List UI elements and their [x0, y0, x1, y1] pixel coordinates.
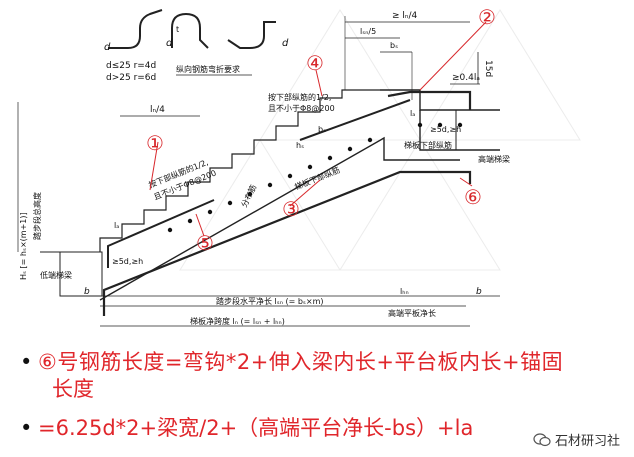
upper-note: 按下部纵筋的1/2, [268, 92, 331, 102]
hook-d-label: d [166, 38, 173, 49]
b-right: b [476, 287, 482, 297]
marker-2: ② [478, 5, 496, 29]
ln4-top: ≥ lₙ/4 [392, 11, 418, 21]
board-bottom-label-2: 梯板下部纵筋 [404, 140, 452, 150]
hook-note: d≤25 r=4d [106, 61, 156, 71]
hook-note: d>25 r=6d [106, 73, 156, 83]
marker-6: ⑥ [464, 185, 482, 209]
hook-d-label: d [282, 38, 289, 49]
stair-reinforcement-drawing: d d d d≤25 r=4d d>25 r=6d 纵向钢筋弯折要求 ≥ lₙ/… [17, 5, 581, 327]
step-height-label: 踏步段总高度 [32, 192, 42, 240]
la-top: lₐ [410, 109, 415, 118]
bs-small: bₛ [318, 125, 326, 134]
formula-text-1: 号钢筋长度=弯钩*2+伸入梁内长+平台板内长+锚固 [57, 350, 564, 374]
marker-5: ⑤ [196, 231, 214, 255]
low-beam-label: 低端梯梁 [40, 270, 72, 280]
high-beam-label: 高端梯梁 [478, 154, 510, 164]
board-bottom-label: 梯板下部纵筋 [293, 165, 341, 192]
bottom-dimensions: b b 踏步段水平净长 lₛₙ (= bₛ×m) lₕₙ 高端平板净长 梯板净跨… [60, 287, 500, 327]
bs-top: bₛ [390, 41, 398, 50]
circled-markers: ① ② ③ ④ ⑤ ⑥ [146, 5, 496, 255]
ge5dh-low: ≥5d,≥h [112, 257, 143, 266]
formula-line-2: •=6.25d*2+梁宽/2+（高端平台净长-bs）+la [20, 412, 473, 442]
board-span-label: 梯板净跨度 lₙ (= lₛₙ + lₕₙ) [190, 316, 285, 326]
b-left: b [84, 287, 90, 297]
upper-note: 且不小于Φ8@200 [268, 104, 335, 113]
hook-caption: 纵向钢筋弯折要求 [176, 64, 240, 74]
formula-line-1: •⑥号钢筋长度=弯钩*2+伸入梁内长+平台板内长+锚固 [20, 346, 563, 376]
ge5dh-high: ≥5d,≥h [430, 125, 461, 134]
rebars [102, 90, 472, 316]
watermark-text: 石材研习社 [554, 434, 620, 449]
bullet: • [20, 416, 33, 440]
marker-4: ④ [306, 51, 324, 75]
hook-details: d d d d≤25 r=4d d>25 r=6d 纵向钢筋弯折要求 [104, 9, 289, 83]
annotations: 按下部纵筋的1/2, 且不小于Φ8@200 按下部纵筋的1/2, 且不小于Φ8@… [17, 25, 510, 280]
dist-bar-label: 分布筋 [239, 183, 259, 209]
background-pattern [179, 9, 581, 271]
t-label: t [176, 25, 179, 34]
circled-six: ⑥ [38, 350, 58, 374]
bullet: • [20, 350, 33, 374]
hook-d-label: d [104, 42, 111, 53]
marker-1: ① [146, 131, 164, 155]
hs-small: hₛ [296, 141, 304, 150]
stair-steps [40, 89, 500, 301]
watermark: 石材研习社 [533, 430, 620, 449]
formula-text-2: =6.25d*2+梁宽/2+（高端平台净长-bs）+la [38, 416, 474, 440]
ge04-label: ≥0.4lₐ [452, 73, 480, 83]
lhn-label: lₕₙ [400, 287, 409, 296]
d15-label: 15d [483, 60, 493, 77]
top-dimensions: ≥ lₙ/4 lₛₙ/5 bₛ ≥0.4lₐ 15d [344, 11, 493, 100]
lsn-label: 踏步段水平净长 lₛₙ (= bₛ×m) [216, 296, 324, 306]
hs-label: Hₛ [= hₛ×(m+1)] [19, 212, 28, 280]
la-label: lₐ [114, 221, 119, 230]
wechat-icon [533, 432, 551, 447]
marker-3: ③ [282, 197, 300, 221]
high-plat-label: 高端平板净长 [388, 308, 436, 318]
formula-line-1-continued: 长度 [52, 377, 94, 401]
lsn5-label: lₛₙ/5 [360, 27, 376, 36]
ln4-left: lₙ/4 [150, 105, 165, 115]
